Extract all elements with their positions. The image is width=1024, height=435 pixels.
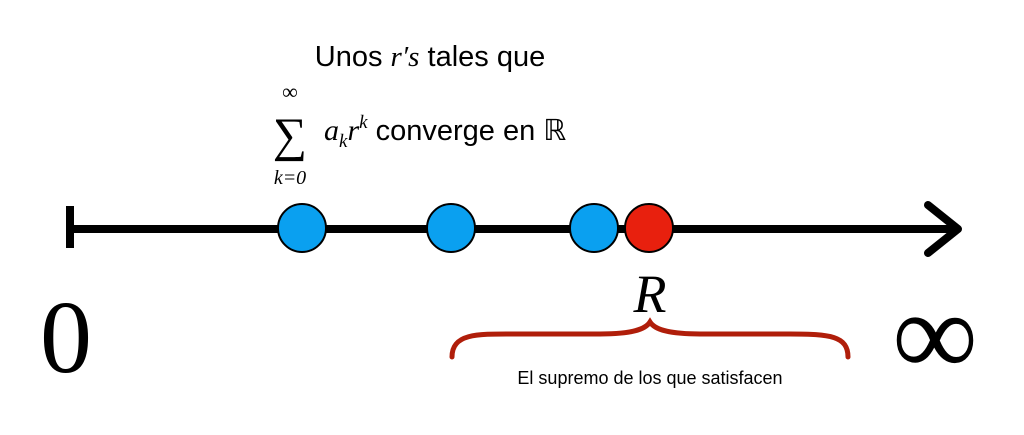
point-blue-2 [426, 203, 476, 253]
point-blue-1 [277, 203, 327, 253]
title-line-1: Unos r′s tales que [315, 41, 545, 73]
supremum-caption: El supremo de los que satisfacen [517, 368, 782, 388]
axis-end-label: ∞ [892, 268, 978, 401]
point-supremum [624, 203, 674, 253]
axis-start-label: 0 [40, 280, 92, 395]
sum-lower: k=0 [274, 167, 306, 189]
supremum-label: R [633, 264, 667, 324]
curly-brace [449, 317, 851, 360]
arrow-head-icon [924, 201, 962, 257]
title-line-2: akrk converge en ℝ [324, 112, 566, 152]
point-blue-3 [569, 203, 619, 253]
sum-upper: ∞ [282, 79, 298, 104]
sum-symbol: ∑ [273, 109, 307, 162]
